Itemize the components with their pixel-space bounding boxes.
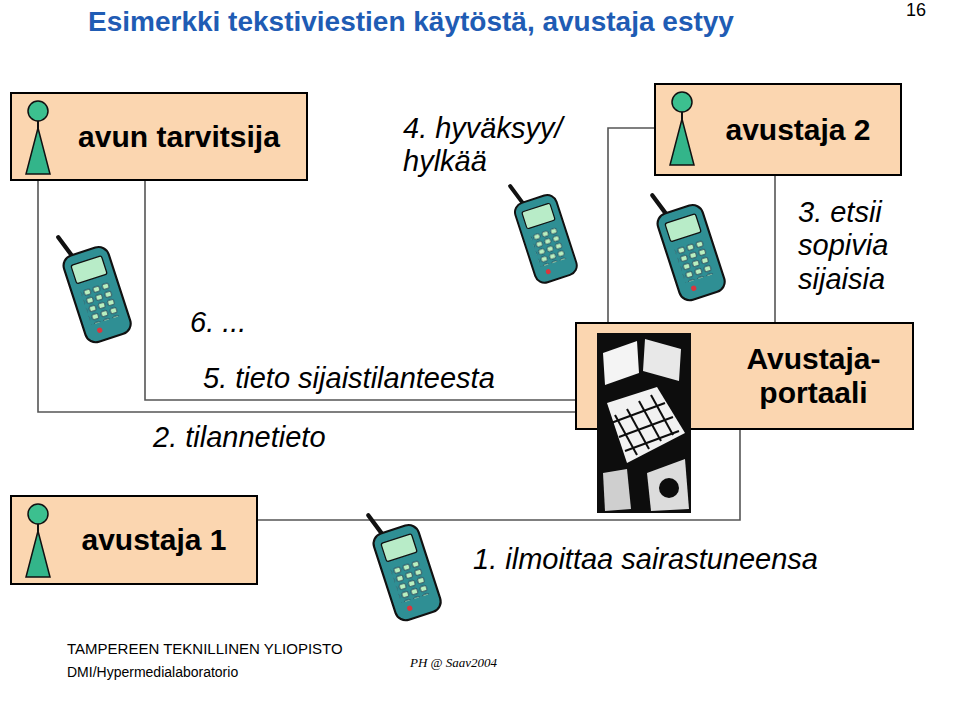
step-label: 6. ... <box>190 306 246 339</box>
step-label: 2. tilannetieto <box>150 421 329 454</box>
footer-text: TAMPEREEN TEKNILLINEN YLIOPISTO <box>67 640 343 657</box>
connector-line <box>145 181 575 400</box>
step-label: 5. tieto sijaistilanteesta <box>200 362 498 395</box>
connector-line <box>608 128 654 322</box>
phone-icon <box>364 502 443 623</box>
person-icon <box>18 501 58 581</box>
step-label: 1. ilmoittaa sairastuneensa <box>470 543 821 576</box>
portal-box: Avustaja- portaali <box>575 322 914 430</box>
step-label: 3. etsii sopivia sijaisia <box>795 196 951 296</box>
footer-text: DMI/Hypermedialaboratorio <box>67 664 238 680</box>
role-box: avun tarvitsija <box>10 92 308 181</box>
connector-line <box>774 176 776 322</box>
step-label: 4. hyväksyy/ hylkää <box>400 112 591 179</box>
slide-title: Esimerkki tekstiviestien käytöstä, avust… <box>88 6 734 38</box>
page-number: 16 <box>906 0 926 21</box>
box-label: avustaja 2 <box>725 113 870 147</box>
footer-text: PH @ Saav2004 <box>410 655 497 671</box>
person-icon <box>18 98 58 178</box>
phone-icon <box>54 224 133 345</box>
phone-icon <box>648 182 727 303</box>
person-icon <box>662 89 702 169</box>
connector-line <box>38 181 575 412</box>
role-box: avustaja 2 <box>654 83 902 176</box>
box-label: avun tarvitsija <box>78 120 280 154</box>
city-picture <box>597 333 693 515</box>
box-label: avustaja 1 <box>81 523 226 557</box>
role-box: avustaja 1 <box>10 495 258 585</box>
box-label: Avustaja- portaali <box>727 342 900 409</box>
phone-icon <box>506 174 579 285</box>
